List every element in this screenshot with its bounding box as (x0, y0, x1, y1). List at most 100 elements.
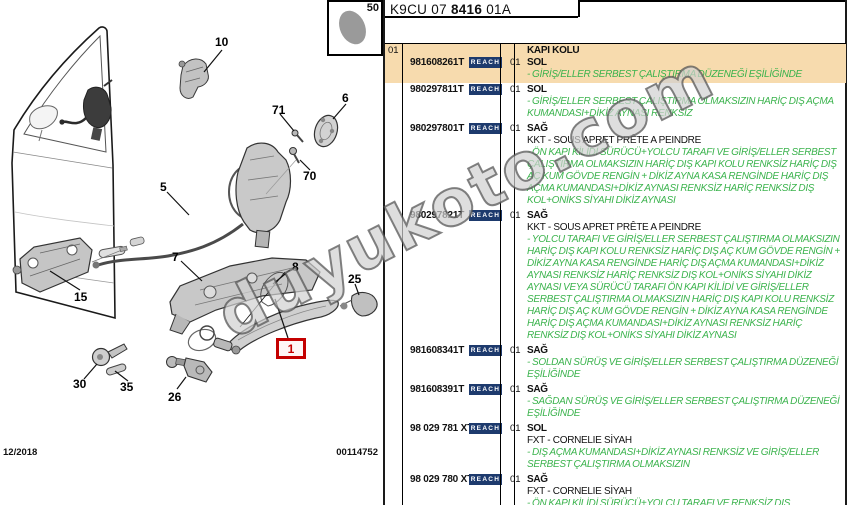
callout-5[interactable]: 5 (160, 180, 167, 194)
quantity: 01 (510, 474, 521, 485)
reach-badge[interactable]: REACH (469, 474, 502, 485)
callout-6[interactable]: 6 (342, 91, 349, 105)
group-header-row[interactable]: 01 KAPI KOLU (385, 44, 846, 56)
column-line-2 (500, 43, 502, 505)
part-1-grip-handle (187, 299, 339, 355)
reach-badge[interactable]: REACH (469, 210, 502, 221)
part-description: - ÖN KAPI KİLİDİ SÜRÜCÜ+YOLCU TARAFI VE … (527, 498, 791, 505)
quantity: 01 (510, 384, 521, 395)
callout-15[interactable]: 15 (74, 290, 88, 304)
quantity-cell: 01 (508, 209, 524, 344)
reach-badge[interactable]: REACH (469, 84, 502, 95)
part-number[interactable]: 980297801T (410, 123, 465, 134)
callout-8[interactable]: 8 (292, 260, 299, 274)
exploded-diagram-pane: 10 5 71 6 70 7 15 8 25 30 35 26 1 50 12/2018 001147… (0, 0, 383, 505)
table-row[interactable]: 980297821T REACH 01 SAĞ KKT - SOUS APRET… (385, 209, 846, 344)
reach-badge[interactable]: REACH (469, 345, 502, 356)
reach-badge[interactable]: REACH (469, 423, 502, 434)
door-diagram (11, 26, 378, 390)
parts-table-pane: K9CU 07 8416 01A 01 KAPI KOLU 981608261T… (385, 0, 850, 505)
group-qty-cell (508, 44, 524, 56)
quantity-cell: 01 (508, 344, 524, 383)
part-number-cell: 981608261T REACH (405, 56, 508, 83)
callout-7[interactable]: 7 (172, 250, 179, 264)
table-row[interactable]: 98 029 781 XT REACH 01 SOL FXT - CORNELI… (385, 422, 846, 473)
part-description: - SOLDAN SÜRÜŞ VE GİRİŞ/ELLER SERBEST ÇA… (527, 357, 839, 380)
part-side-label: SAĞ (527, 210, 548, 221)
table-row[interactable]: 980297801T REACH 01 SAĞ KKT - SOUS APRET… (385, 122, 846, 209)
part-description: - YOLCU TARAFI VE GİRİŞ/ELLER SERBEST ÇA… (527, 234, 840, 341)
part-25-cap (339, 291, 378, 317)
part-15-bracket (12, 237, 128, 293)
code-prefix: K9CU 07 (390, 2, 451, 17)
part-finish-label: FXT - CORNELIE SİYAH (527, 486, 632, 497)
part-7-handle-carrier (169, 257, 321, 335)
callout-25[interactable]: 25 (348, 272, 362, 286)
callout-30[interactable]: 30 (73, 377, 87, 391)
part-finish-label: KKT - SOUS APRET PRÊTE A PEINDRE (527, 135, 701, 146)
table-row[interactable]: 980297811T REACH 01 SOL - GİRİŞ/ELLER SE… (385, 83, 846, 122)
part-side-label: SOL (527, 423, 547, 434)
part-10-bracket (178, 58, 209, 99)
part-number-cell: 98 029 780 XT REACH (405, 473, 508, 505)
reach-badge[interactable]: REACH (469, 123, 502, 134)
quantity-cell: 01 (508, 383, 524, 422)
quantity: 01 (510, 57, 521, 68)
quantity: 01 (510, 345, 521, 356)
quantity: 01 (510, 123, 521, 134)
part-26-lock-cylinder (166, 356, 213, 383)
code-suffix: 01A (482, 2, 512, 17)
description-cell: SOL FXT - CORNELIE SİYAH - DIŞ AÇMA KUMA… (524, 422, 846, 473)
reach-badge[interactable]: REACH (469, 384, 502, 395)
part-finish-label: FXT - CORNELIE SİYAH (527, 435, 632, 446)
reach-badge[interactable]: REACH (469, 57, 502, 68)
parts-table: 01 KAPI KOLU 981608261T REACH 01 SOL - G… (385, 43, 846, 505)
part-number[interactable]: 981608391T (410, 384, 465, 395)
part-number[interactable]: 981608261T (410, 57, 465, 68)
quantity-cell: 01 (508, 422, 524, 473)
quantity: 01 (510, 423, 521, 434)
header-divider (578, 0, 580, 17)
group-index: 01 (388, 45, 399, 56)
right-border (845, 0, 847, 505)
table-row[interactable]: 981608261T REACH 01 SOL - GİRİŞ/ELLER SE… (385, 56, 846, 83)
part-side-label: SAĞ (527, 474, 548, 485)
pane-divider (383, 0, 385, 505)
rows-container: 981608261T REACH 01 SOL - GİRİŞ/ELLER SE… (385, 56, 846, 505)
callout-70[interactable]: 70 (303, 169, 317, 183)
callout-10[interactable]: 10 (215, 35, 229, 49)
in-door-latch-mechanism (59, 79, 113, 141)
table-row[interactable]: 981608391T REACH 01 SAĞ - SAĞDAN SÜRÜŞ V… (385, 383, 846, 422)
part-number[interactable]: 98 029 781 XT (410, 423, 474, 434)
callout-26[interactable]: 26 (168, 390, 182, 404)
callout-71[interactable]: 71 (272, 103, 286, 117)
table-row[interactable]: 98 029 780 XT REACH 01 SAĞ FXT - CORNELI… (385, 473, 846, 505)
part-number-cell: 98 029 781 XT REACH (405, 422, 508, 473)
revision-date: 12/2018 (3, 447, 38, 458)
part-description: - DIŞ AÇMA KUMANDASI+DİKİZ AYNASI RENKSİ… (527, 447, 820, 470)
part-number[interactable]: 980297811T (410, 84, 464, 95)
description-cell: SAĞ KKT - SOUS APRET PRÊTE A PEINDRE - Y… (524, 209, 846, 344)
quantity-cell: 01 (508, 56, 524, 83)
callout-1-highlighted[interactable]: 1 (276, 338, 306, 359)
table-row[interactable]: 981608341T REACH 01 SAĞ - SOLDAN SÜRÜŞ V… (385, 344, 846, 383)
code-main: 8416 (450, 2, 483, 17)
part-5-lock-and-cable (92, 142, 297, 269)
part-description: - SAĞDAN SÜRÜŞ VE GİRİŞ/ELLER SERBEST ÇA… (527, 396, 840, 419)
part-number[interactable]: 981608341T (410, 345, 465, 356)
illustration-number: 00114752 (336, 447, 378, 458)
description-cell: SAĞ - SOLDAN SÜRÜŞ VE GİRİŞ/ELLER SERBES… (524, 344, 846, 383)
description-cell: SOL - GİRİŞ/ELLER SERBEST ÇALIŞTIRMA OLM… (524, 83, 846, 122)
part-side-label: SOL (527, 57, 547, 68)
part-number[interactable]: 98 029 780 XT (410, 474, 474, 485)
part-6-plate (313, 114, 339, 148)
part-description: - ÖN KAPI KİLİDİ SÜRÜCÜ+YOLCU TARAFI VE … (527, 147, 837, 206)
part-number-cell: 981608341T REACH (405, 344, 508, 383)
leader-lines (49, 49, 360, 390)
part-side-label: SAĞ (527, 123, 548, 134)
part-number[interactable]: 980297821T (410, 210, 465, 221)
part-side-label: SOL (527, 84, 547, 95)
callout-35[interactable]: 35 (120, 380, 134, 394)
reference-thumbnail-box[interactable]: 50 (327, 0, 383, 56)
part-number-cell: 980297811T REACH (405, 83, 508, 122)
